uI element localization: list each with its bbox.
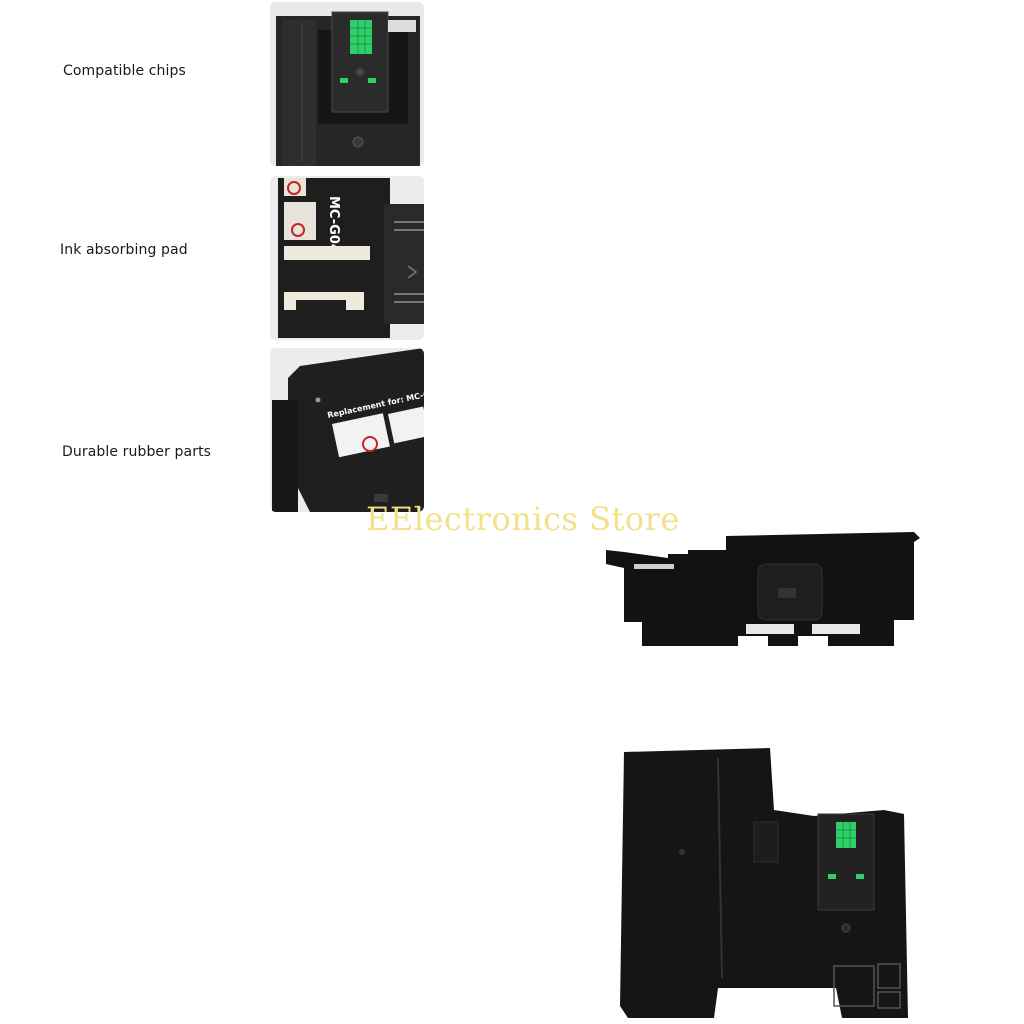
store-watermark: EElectronics Store xyxy=(366,500,680,538)
feature-label-chips: Compatible chips xyxy=(63,63,186,79)
product-side-view-image xyxy=(598,528,924,660)
chip-closeup-image xyxy=(270,2,424,166)
label-closeup-image: Replacement for: MC-G0 xyxy=(270,348,424,512)
feature-label-rubber: Durable rubber parts xyxy=(62,444,212,460)
pad-closeup-image: MC-G04 xyxy=(270,176,424,340)
product-top-view-image xyxy=(614,746,910,1022)
feature-label-pad: Ink absorbing pad xyxy=(60,242,188,258)
pad-model-text: MC-G04 xyxy=(326,196,341,253)
